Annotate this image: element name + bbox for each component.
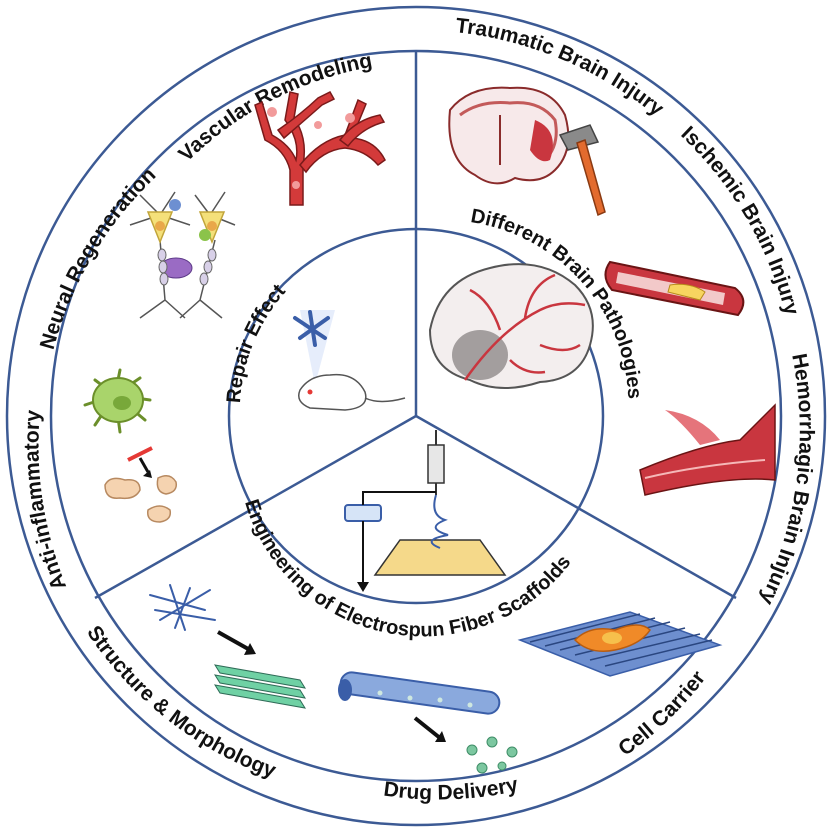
- inner-divider-left: [254, 416, 416, 508]
- brain-coronal-section-icon: [449, 88, 568, 184]
- ruptured-vessel-icon: [640, 405, 775, 495]
- label-drug-delivery: Drug Delivery: [382, 773, 520, 805]
- label-anti-inflammatory: Anti-inflammatory: [20, 409, 71, 593]
- microglia-icon: [85, 370, 176, 522]
- label-repair-effect: Repair Effect: [223, 280, 290, 404]
- fiber-mesh-icon: [150, 585, 256, 655]
- brain-vessels-icon: [430, 264, 593, 388]
- hammer-icon: [560, 125, 605, 215]
- occluded-artery-icon: [605, 262, 743, 315]
- label-hemorrhagic-brain-injury: Hemorrhagic Brain Injury: [755, 352, 818, 609]
- blood-vessel-tree-icon: [255, 92, 385, 205]
- aligned-fiber-icon: [215, 665, 305, 708]
- label-neural-regeneration: Neural Regeneration: [36, 163, 161, 352]
- divider-bottom-right: [578, 508, 736, 598]
- hollow-fiber-icon: [338, 671, 501, 742]
- divider-bottom-left: [95, 508, 254, 598]
- neuron-icon: [130, 192, 235, 318]
- mouse-icon: [295, 310, 405, 410]
- cell-on-fibers-icon: [520, 612, 720, 676]
